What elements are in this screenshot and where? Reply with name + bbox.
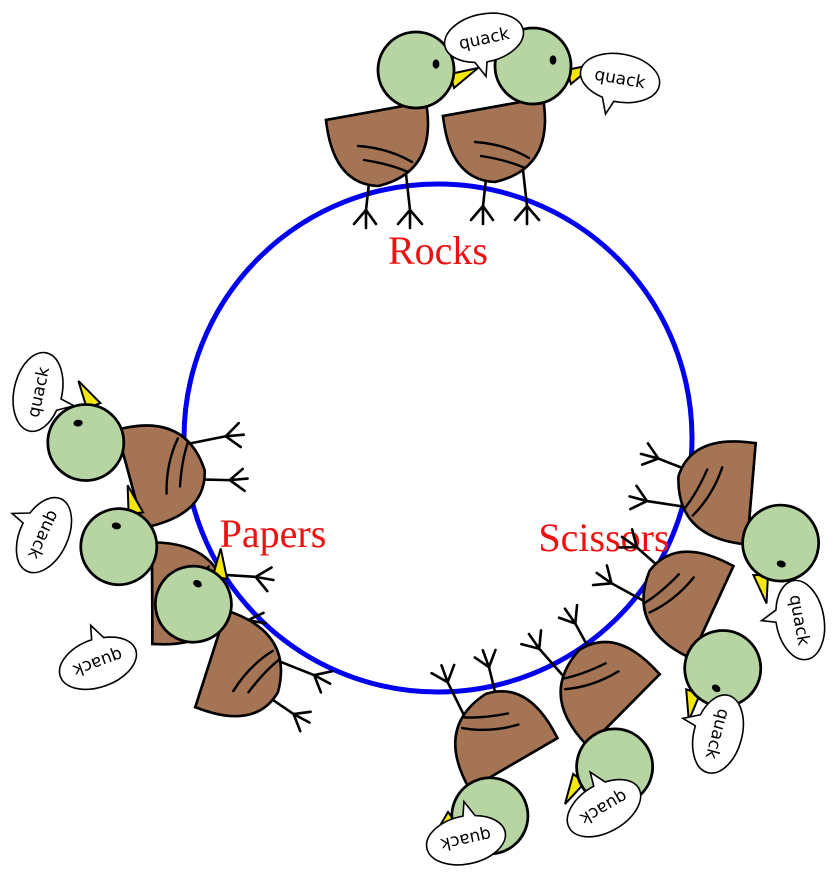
speech-bubble: quack <box>759 579 826 661</box>
speech-bubble: quack <box>566 770 642 838</box>
speech-bubble: quack <box>10 496 73 574</box>
speech-bubble: quack <box>680 694 745 774</box>
speech-bubble: quack <box>58 623 138 691</box>
speech-bubble: quack <box>12 351 77 433</box>
speech-bubble: quack <box>579 52 661 117</box>
speech-bubble: quack <box>443 12 525 79</box>
label-papers: Papers <box>220 511 327 556</box>
label-rocks: Rocks <box>388 228 488 273</box>
label-scissors: Scissors <box>538 515 669 560</box>
speech-bubble: quack <box>425 799 507 866</box>
